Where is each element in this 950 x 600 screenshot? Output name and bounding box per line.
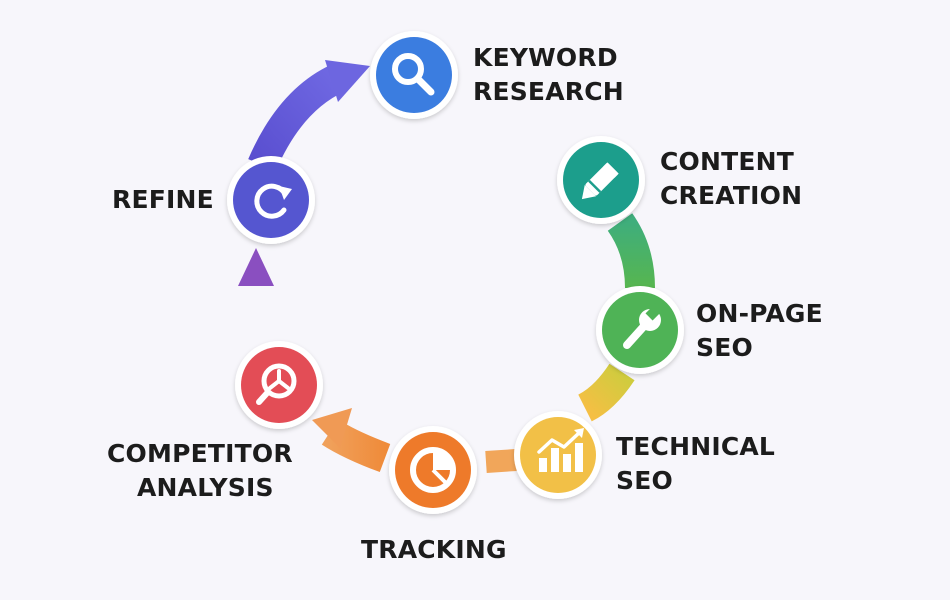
label-technical-seo-line-1: TECHNICAL: [616, 432, 776, 461]
connector-tracking-to-competitor: [312, 408, 391, 473]
label-keyword-research: KEYWORD RESEARCH: [473, 41, 624, 109]
refresh-icon: [254, 183, 292, 219]
label-refine-line-1: REFINE: [112, 185, 214, 214]
step-refine: [227, 156, 315, 244]
connector-technical-to-tracking: [485, 449, 517, 473]
connector-refine-to-keyword: [248, 60, 370, 172]
label-keyword-research-line-1: KEYWORD: [473, 43, 618, 72]
label-refine: REFINE: [112, 183, 214, 217]
bar-chart-icon: [537, 428, 584, 472]
label-content-creation-line-2: CREATION: [660, 181, 803, 210]
label-content-creation-line-1: CONTENT: [660, 147, 795, 176]
wrench-icon: [623, 303, 663, 349]
connector-content-to-onpage: [607, 213, 655, 289]
label-on-page-seo-line-2: SEO: [696, 333, 753, 362]
connector-onpage-to-technical: [577, 363, 635, 422]
pencil-icon: [581, 162, 619, 200]
competitor-search-icon: [256, 363, 297, 405]
label-tracking: TRACKING: [361, 533, 507, 567]
label-technical-seo-line-2: SEO: [616, 466, 673, 495]
step-technical-seo: [514, 411, 602, 499]
label-on-page-seo-line-1: ON-PAGE: [696, 299, 823, 328]
label-competitor-analysis-line-1: COMPETITOR: [107, 439, 293, 468]
label-on-page-seo: ON-PAGE SEO: [696, 297, 823, 365]
label-technical-seo: TECHNICAL SEO: [616, 430, 775, 498]
label-keyword-research-line-2: RESEARCH: [473, 77, 624, 106]
step-on-page-seo: [596, 286, 684, 374]
step-tracking: [389, 426, 477, 514]
pie-chart-icon: [410, 447, 456, 493]
step-content-creation: [557, 136, 645, 224]
label-tracking-line-1: TRACKING: [361, 535, 507, 564]
label-content-creation: CONTENT CREATION: [660, 145, 802, 213]
label-competitor-analysis-line-2: ANALYSIS: [137, 473, 274, 502]
label-competitor-analysis: COMPETITOR ANALYSIS: [107, 437, 293, 505]
step-competitor-analysis: [235, 341, 323, 429]
magnifier-icon: [392, 53, 435, 96]
connector-competitor-to-refine: [238, 248, 274, 346]
step-keyword-research: [370, 31, 458, 119]
